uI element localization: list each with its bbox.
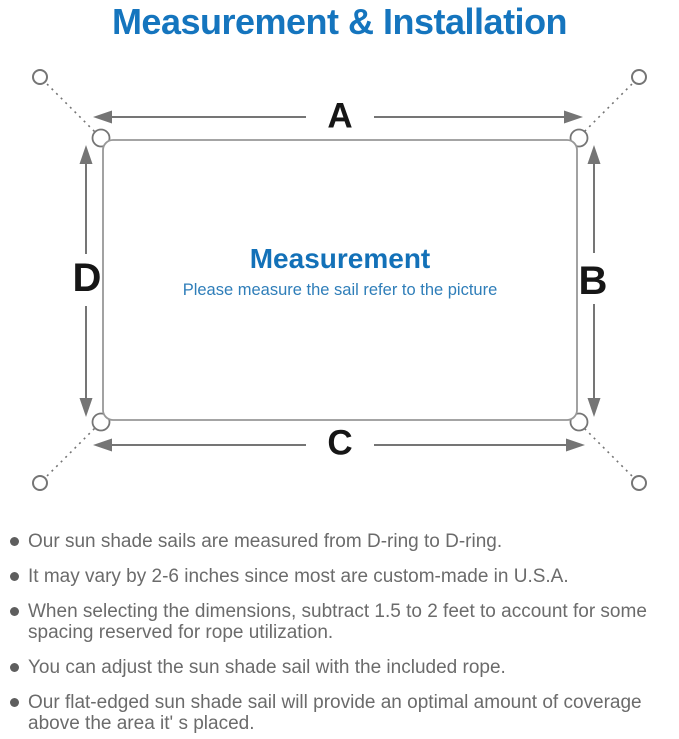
anchor-point-icon (32, 475, 48, 491)
corner-d-rings (91, 128, 589, 432)
arrowheads (79, 110, 601, 452)
rope-line-bottom-right (579, 423, 635, 479)
sail-diagram (32, 69, 647, 491)
d-ring-icon (569, 128, 589, 148)
page-title: Measurement & Installation (111, 1, 568, 42)
anchor-points (32, 69, 647, 491)
list-item: Our flat-edged sun shade sail will provi… (0, 692, 679, 734)
sail-outline (102, 139, 578, 421)
sail-caption: Measurement Please measure the sail refe… (103, 243, 577, 300)
list-item: When selecting the dimensions, subtract … (0, 601, 679, 643)
bullet-icon (10, 572, 19, 581)
dimension-label-d: D (72, 256, 102, 300)
arrowhead-up-icon (79, 145, 93, 164)
rope-line-bottom-left (44, 423, 100, 479)
arrowhead-right-icon (566, 438, 585, 452)
rope-line-top-right (579, 81, 635, 137)
note-text: You can adjust the sun shade sail with t… (28, 657, 506, 678)
list-item: Our sun shade sails are measured from D-… (0, 531, 679, 552)
bullet-icon (10, 537, 19, 546)
note-text: It may vary by 2-6 inches since most are… (28, 566, 569, 587)
arrowhead-up-icon (587, 145, 601, 164)
sail-caption-subtitle: Please measure the sail refer to the pic… (182, 281, 498, 299)
list-item: You can adjust the sun shade sail with t… (0, 657, 679, 678)
d-ring-icon (91, 412, 111, 432)
anchor-point-icon (631, 69, 647, 85)
sail-caption-title: Measurement (249, 243, 431, 274)
rope-line-top-left (44, 81, 100, 137)
d-ring-icon (91, 128, 111, 148)
note-text: Our flat-edged sun shade sail will provi… (28, 692, 642, 734)
list-item: It may vary by 2-6 inches since most are… (0, 566, 679, 587)
bullet-icon (10, 698, 19, 707)
dimension-arrows (85, 116, 595, 446)
dimension-label-a: A (327, 96, 353, 136)
note-text: When selecting the dimensions, subtract … (28, 601, 647, 643)
bullet-icon (10, 663, 19, 672)
anchor-point-icon (32, 69, 48, 85)
d-ring-icon (569, 412, 589, 432)
notes-list: Our sun shade sails are measured from D-… (0, 531, 679, 739)
dimension-label-b: B (578, 259, 608, 303)
arrowhead-right-icon (564, 110, 583, 124)
arrowhead-down-icon (587, 398, 601, 417)
arrowhead-left-icon (93, 110, 112, 124)
bullet-icon (10, 607, 19, 616)
note-text: Our sun shade sails are measured from D-… (28, 531, 503, 552)
anchor-point-icon (631, 475, 647, 491)
dimension-label-c: C (327, 423, 353, 463)
arrowhead-left-icon (93, 438, 112, 452)
arrowhead-down-icon (79, 398, 93, 417)
